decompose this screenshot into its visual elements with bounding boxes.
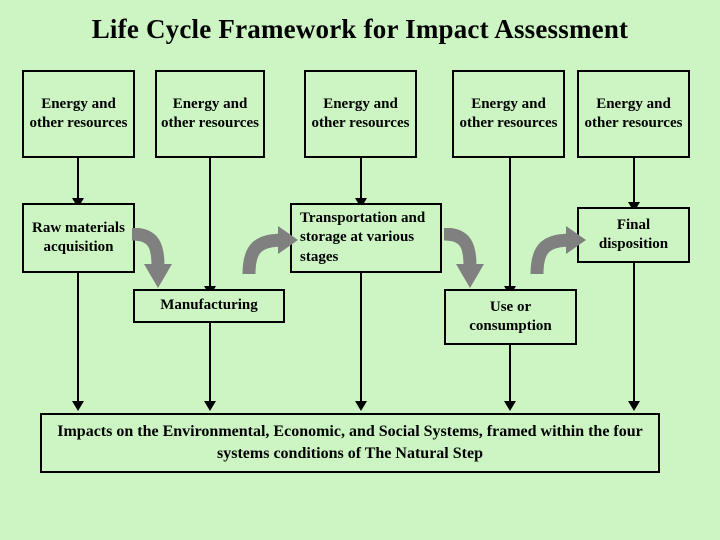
connector-use-to-impacts xyxy=(509,345,511,405)
connector-final-to-impacts xyxy=(633,263,635,405)
arrowhead-manufacturing-to-impacts xyxy=(204,401,216,411)
arrowhead-final-to-impacts xyxy=(628,401,640,411)
connector-energy3-to-transportation xyxy=(360,158,362,202)
arrowhead-raw-to-impacts xyxy=(72,401,84,411)
energy-box-3-label: Energy and other resources xyxy=(311,95,410,131)
energy-box-3: Energy and other resources xyxy=(304,70,417,158)
energy-box-1-label: Energy and other resources xyxy=(29,95,128,131)
curved-arrow-use-to-final xyxy=(528,222,586,282)
impacts-box: Impacts on the Environmental, Economic, … xyxy=(40,413,660,473)
connector-energy4-to-use xyxy=(509,158,511,290)
stage-box-transportation-label: Transportation and storage at various st… xyxy=(300,210,426,265)
connector-energy5-to-final xyxy=(633,158,635,206)
energy-box-2-label: Energy and other resources xyxy=(161,95,259,131)
connector-energy1-to-raw xyxy=(77,158,79,202)
stage-box-raw-materials-label: Raw materials acquisition xyxy=(32,219,125,255)
connector-energy2-to-manufacturing xyxy=(209,158,211,290)
energy-box-4: Energy and other resources xyxy=(452,70,565,158)
energy-box-2: Energy and other resources xyxy=(155,70,265,158)
energy-box-5: Energy and other resources xyxy=(577,70,690,158)
energy-box-1: Energy and other resources xyxy=(22,70,135,158)
connector-raw-to-impacts xyxy=(77,273,79,405)
connector-manufacturing-to-impacts xyxy=(209,323,211,405)
stage-box-manufacturing: Manufacturing xyxy=(133,289,285,323)
stage-box-use-or-consumption: Use or consumption xyxy=(444,289,577,345)
arrowhead-transportation-to-impacts xyxy=(355,401,367,411)
page-title: Life Cycle Framework for Impact Assessme… xyxy=(91,14,629,44)
stage-box-transportation: Transportation and storage at various st… xyxy=(290,203,442,273)
energy-box-4-label: Energy and other resources xyxy=(459,95,558,131)
stage-box-final-disposition: Final disposition xyxy=(577,207,690,263)
arrowhead-use-to-impacts xyxy=(504,401,516,411)
stage-box-use-label: Use or consumption xyxy=(469,298,552,334)
connector-transportation-to-impacts xyxy=(360,273,362,405)
energy-box-5-label: Energy and other resources xyxy=(584,95,683,131)
stage-box-raw-materials: Raw materials acquisition xyxy=(22,203,135,273)
stage-box-manufacturing-label: Manufacturing xyxy=(160,297,258,314)
curved-arrow-transportation-to-use xyxy=(440,228,492,300)
curved-arrow-manufacturing-to-transportation xyxy=(240,222,298,282)
stage-box-final-disposition-label: Final disposition xyxy=(598,216,669,252)
curved-arrow-raw-to-manufacturing xyxy=(128,228,180,300)
impacts-box-label: Impacts on the Environmental, Economic, … xyxy=(57,423,643,462)
